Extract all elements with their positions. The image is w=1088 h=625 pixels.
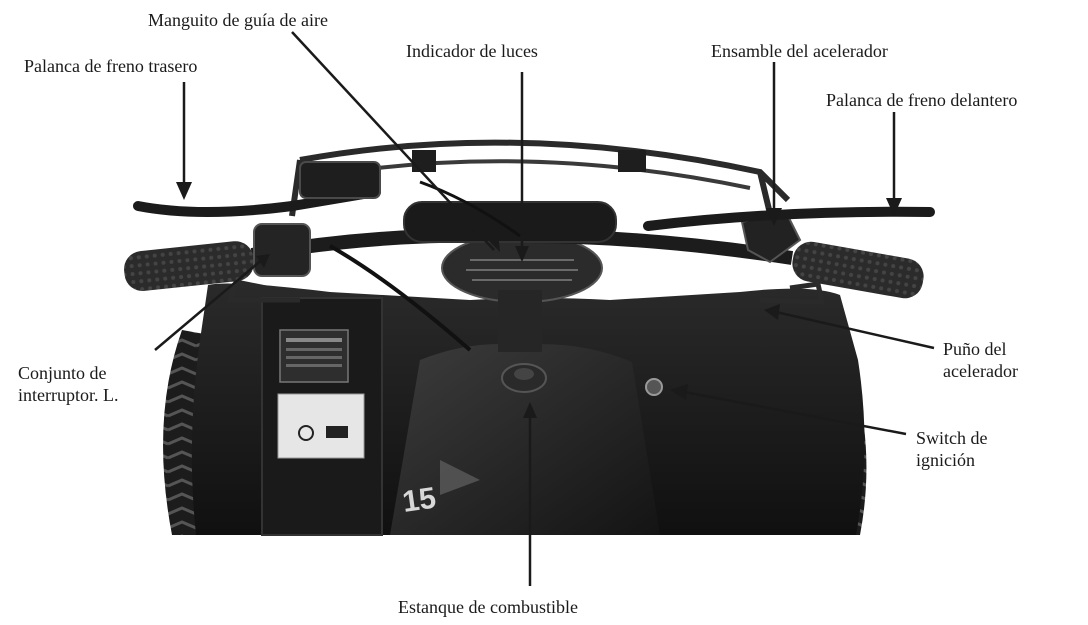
label-switch-assembly-line2: interruptor. L. xyxy=(18,385,119,405)
light-indicator-pointer xyxy=(515,72,529,262)
label-fuel-tank: Estanque de combustible xyxy=(398,597,578,617)
steering-column xyxy=(498,290,542,352)
label-front-brake-lever: Palanca de freno delantero xyxy=(826,90,1018,110)
label-throttle-grip: Puño del acelerador xyxy=(943,338,1018,382)
label-ignition-switch-line1: Switch de xyxy=(916,428,988,448)
left-grip xyxy=(124,241,254,292)
label-ignition-switch: Switch de ignición xyxy=(916,427,988,471)
label-throttle-grip-line1: Puño del xyxy=(943,339,1007,359)
front-brake-lever xyxy=(643,206,935,231)
label-throttle-assembly: Ensamble del acelerador xyxy=(711,41,888,61)
throttle-grip-pointer xyxy=(764,304,935,350)
throttle-assembly-pointer xyxy=(766,62,782,226)
front-brake-lever-pointer xyxy=(886,112,902,216)
label-light-indicator: Indicador de luces xyxy=(406,41,538,61)
rear-brake-lever xyxy=(133,187,381,217)
switch-assembly-pointer xyxy=(154,254,270,351)
handlebar-pad xyxy=(403,201,617,243)
right-grip xyxy=(792,241,924,299)
ignition-switch xyxy=(645,378,663,396)
atv-photograph: 15 xyxy=(124,139,935,536)
master-cylinder xyxy=(299,161,381,199)
rear-brake-lever-pointer xyxy=(176,82,192,200)
air-guide-sleeve-pointer xyxy=(291,31,500,252)
label-ignition-switch-line2: ignición xyxy=(916,450,975,470)
label-switch-assembly: Conjunto de interruptor. L. xyxy=(18,362,118,406)
svg-text:15: 15 xyxy=(400,482,438,519)
left-switch-housing xyxy=(253,223,311,277)
fuel-tank-pointer xyxy=(523,402,537,586)
label-rear-brake-lever: Palanca de freno trasero xyxy=(24,56,198,76)
white-sticker xyxy=(277,393,365,459)
front-rack xyxy=(226,279,826,305)
ignition-switch-pointer xyxy=(670,384,907,436)
label-air-guide-sleeve: Manguito de guía de aire xyxy=(148,10,328,30)
label-switch-assembly-line1: Conjunto de xyxy=(18,363,107,383)
callout-lines xyxy=(154,31,935,586)
label-throttle-grip-line2: acelerador xyxy=(943,361,1018,381)
